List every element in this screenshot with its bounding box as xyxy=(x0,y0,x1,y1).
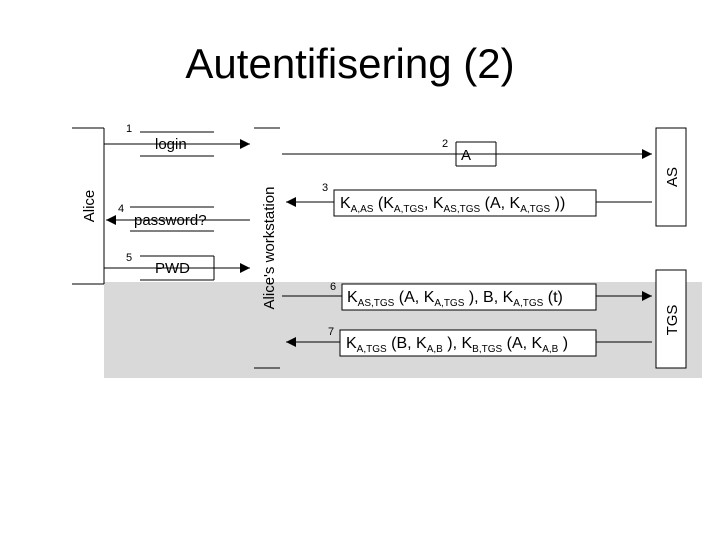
step-4-message: password? xyxy=(134,212,207,229)
step-2-message: A xyxy=(461,147,471,164)
tgs-label: TGS xyxy=(664,305,681,336)
page-title: Autentifisering (2) xyxy=(185,40,515,87)
step-1-message: login xyxy=(155,136,187,153)
as-box xyxy=(655,127,687,227)
step-6-number: 6 xyxy=(330,281,336,293)
step-5-number: 5 xyxy=(126,252,132,264)
as-label: AS xyxy=(664,167,681,187)
alice-actor xyxy=(72,127,105,285)
step-2-number: 2 xyxy=(442,138,448,150)
workstation-label: Alice's workstation xyxy=(261,187,278,310)
step-2: 2 A xyxy=(282,138,652,167)
step-4: 4 password? xyxy=(106,203,250,232)
step-6-message: KAS,TGS (A, KA,TGS ), B, KA,TGS (t) xyxy=(347,289,563,309)
step-7-message: KA,TGS (B, KA,B ), KB,TGS (A, KA,B ) xyxy=(346,335,568,355)
step-5-message: PWD xyxy=(155,260,190,277)
step-1: 1 login xyxy=(104,123,250,157)
step-3: 3 KA,AS (KA,TGS, KAS,TGS (A, KA,TGS )) xyxy=(286,182,652,217)
workstation-actor xyxy=(254,127,280,369)
step-7-number: 7 xyxy=(328,326,334,338)
step-5: 5 PWD xyxy=(104,252,250,281)
step-7: 7 KA,TGS (B, KA,B ), KB,TGS (A, KA,B ) xyxy=(286,326,652,357)
step-6: 6 KAS,TGS (A, KA,TGS ), B, KA,TGS (t) xyxy=(282,281,652,311)
step-1-number: 1 xyxy=(126,123,132,135)
alice-label: Alice xyxy=(81,190,98,223)
step-3-number: 3 xyxy=(322,182,328,194)
step-4-number: 4 xyxy=(118,203,124,215)
tgs-box xyxy=(655,269,687,369)
